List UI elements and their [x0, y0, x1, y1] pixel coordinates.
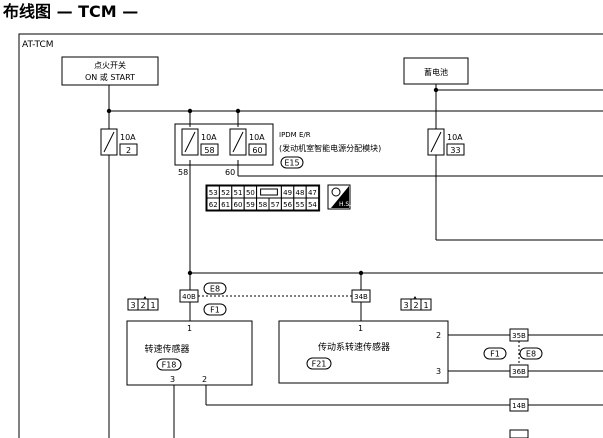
- connector-e8-right-badge: [519, 347, 543, 360]
- connector-grid-pin: 51: [234, 189, 243, 197]
- junction-dot: [187, 108, 193, 114]
- connector-14b-label: 14B: [512, 402, 526, 410]
- connector-e8-label: E8: [210, 285, 220, 294]
- drive-sensor-box: [278, 320, 449, 384]
- pin-triangle-left: 3 2 1: [127, 296, 159, 311]
- speed-sensor-pin-3: 3: [170, 375, 175, 384]
- connector-40b-label: 40B: [182, 293, 196, 301]
- fuse-number: 2: [126, 146, 131, 155]
- speed-sensor-box: [126, 320, 253, 386]
- pin-triangle-right: 3 2 1: [400, 296, 432, 311]
- fuse-rating: 10A: [120, 133, 136, 142]
- ipdm-pin-58: 58: [178, 168, 188, 177]
- connector-grid-pin: 60: [234, 201, 243, 209]
- pin-number: 1: [423, 301, 428, 310]
- pin-number: 2: [413, 301, 418, 310]
- connector-f1-right-badge: [483, 347, 507, 360]
- hs-badge: H.S.: [327, 184, 351, 210]
- fuse-rating: 10A: [249, 133, 265, 142]
- pin-number: 3: [403, 301, 408, 310]
- speed-sensor-label: 转速传感器: [144, 343, 189, 355]
- fuse-number: 58: [204, 146, 214, 155]
- connector-grid-pin: 58: [258, 201, 267, 209]
- pin-number: 1: [150, 301, 155, 310]
- pin-number: 3: [130, 301, 135, 310]
- connector-grid-cell: [305, 197, 320, 211]
- connector-grid-pin: 56: [283, 201, 292, 209]
- drive-sensor-pin-3: 3: [436, 367, 441, 376]
- connector-face-icon: [331, 187, 341, 197]
- fuse-58: 10A 58: [181, 128, 219, 156]
- drive-sensor-pin-2: 2: [436, 331, 441, 340]
- connector-grid-pin: 47: [308, 189, 317, 197]
- ignition-switch-label: 点火开关: [94, 60, 126, 70]
- connector-grid-pin: 50: [246, 189, 255, 197]
- ipdm-connector-badge: [280, 156, 304, 169]
- connector-grid-pin: 55: [296, 201, 305, 209]
- page-title: 布线图 — TCM —: [3, 2, 138, 21]
- connector-grid-pin: 61: [221, 201, 230, 209]
- connector-f1-label: F1: [210, 306, 220, 315]
- connector-e8-badge: [203, 282, 227, 295]
- connector-grid-pin: 53: [209, 189, 218, 197]
- ipdm-module-box: [174, 123, 274, 166]
- junction-dot: [187, 270, 193, 276]
- ipdm-name: IPDM E/R: [279, 131, 311, 139]
- connector-f1-badge: [203, 303, 227, 316]
- ignition-switch-state: ON 或 START: [85, 72, 135, 82]
- connector-14b: [509, 398, 529, 412]
- fuse-rating: 10A: [447, 133, 463, 142]
- connector-grid-pin: 52: [221, 189, 230, 197]
- speed-sensor-connector-badge: [156, 358, 182, 371]
- speed-sensor-connector: F18: [162, 361, 177, 370]
- ignition-switch-box: [61, 56, 159, 86]
- connector-grid-pin: 48: [296, 189, 305, 197]
- speed-sensor-pin-top: 1: [187, 324, 192, 333]
- pin-number: 2: [140, 301, 145, 310]
- hs-label: H.S.: [339, 201, 351, 208]
- connector-partial-bottom: [509, 429, 529, 438]
- junction-dot: [433, 87, 439, 93]
- connector-grid-pin: 49: [283, 189, 292, 197]
- junction-dot: [106, 108, 112, 114]
- section-label: AT-TCM: [22, 40, 54, 50]
- fuse-number: 60: [252, 146, 262, 155]
- fuse-60: 10A 60: [229, 128, 267, 156]
- junction-dot: [358, 270, 364, 276]
- battery-label: 蓄电池: [424, 67, 448, 77]
- diagram-frame: [18, 33, 603, 438]
- drive-sensor-label: 传动系转速传感器: [318, 341, 390, 353]
- connector-35b-label: 35B: [512, 332, 526, 340]
- connector-f1-right-label: F1: [490, 350, 500, 359]
- junction-dot: [235, 108, 241, 114]
- connector-36b: [509, 364, 529, 378]
- connector-34b-label: 34B: [354, 293, 368, 301]
- fuse-33: 10A 33: [427, 128, 465, 156]
- connector-grid-pin: 62: [209, 201, 218, 209]
- drive-sensor-connector-badge: [306, 357, 332, 370]
- speed-sensor-pin-2: 2: [202, 375, 207, 384]
- battery-box: [403, 57, 469, 85]
- ipdm-description: (发动机室智能电源分配模块): [279, 143, 381, 153]
- connector-e8-right-label: E8: [526, 350, 536, 359]
- fuse-number: 33: [450, 146, 460, 155]
- connector-grid-pin: 59: [246, 201, 255, 209]
- drive-sensor-pin-top: 1: [358, 324, 363, 333]
- connector-grid-blank-slot: [260, 188, 278, 196]
- connector-36b-label: 36B: [512, 368, 526, 376]
- fuse-2: 10A 2: [100, 128, 138, 156]
- drive-sensor-connector: F21: [312, 360, 327, 369]
- ipdm-connector-label: E15: [284, 159, 299, 168]
- ipdm-pin-60: 60: [225, 168, 235, 177]
- fuse-rating: 10A: [201, 133, 217, 142]
- connector-grid-pin: 54: [308, 201, 317, 209]
- connector-grid-pin: 57: [271, 201, 280, 209]
